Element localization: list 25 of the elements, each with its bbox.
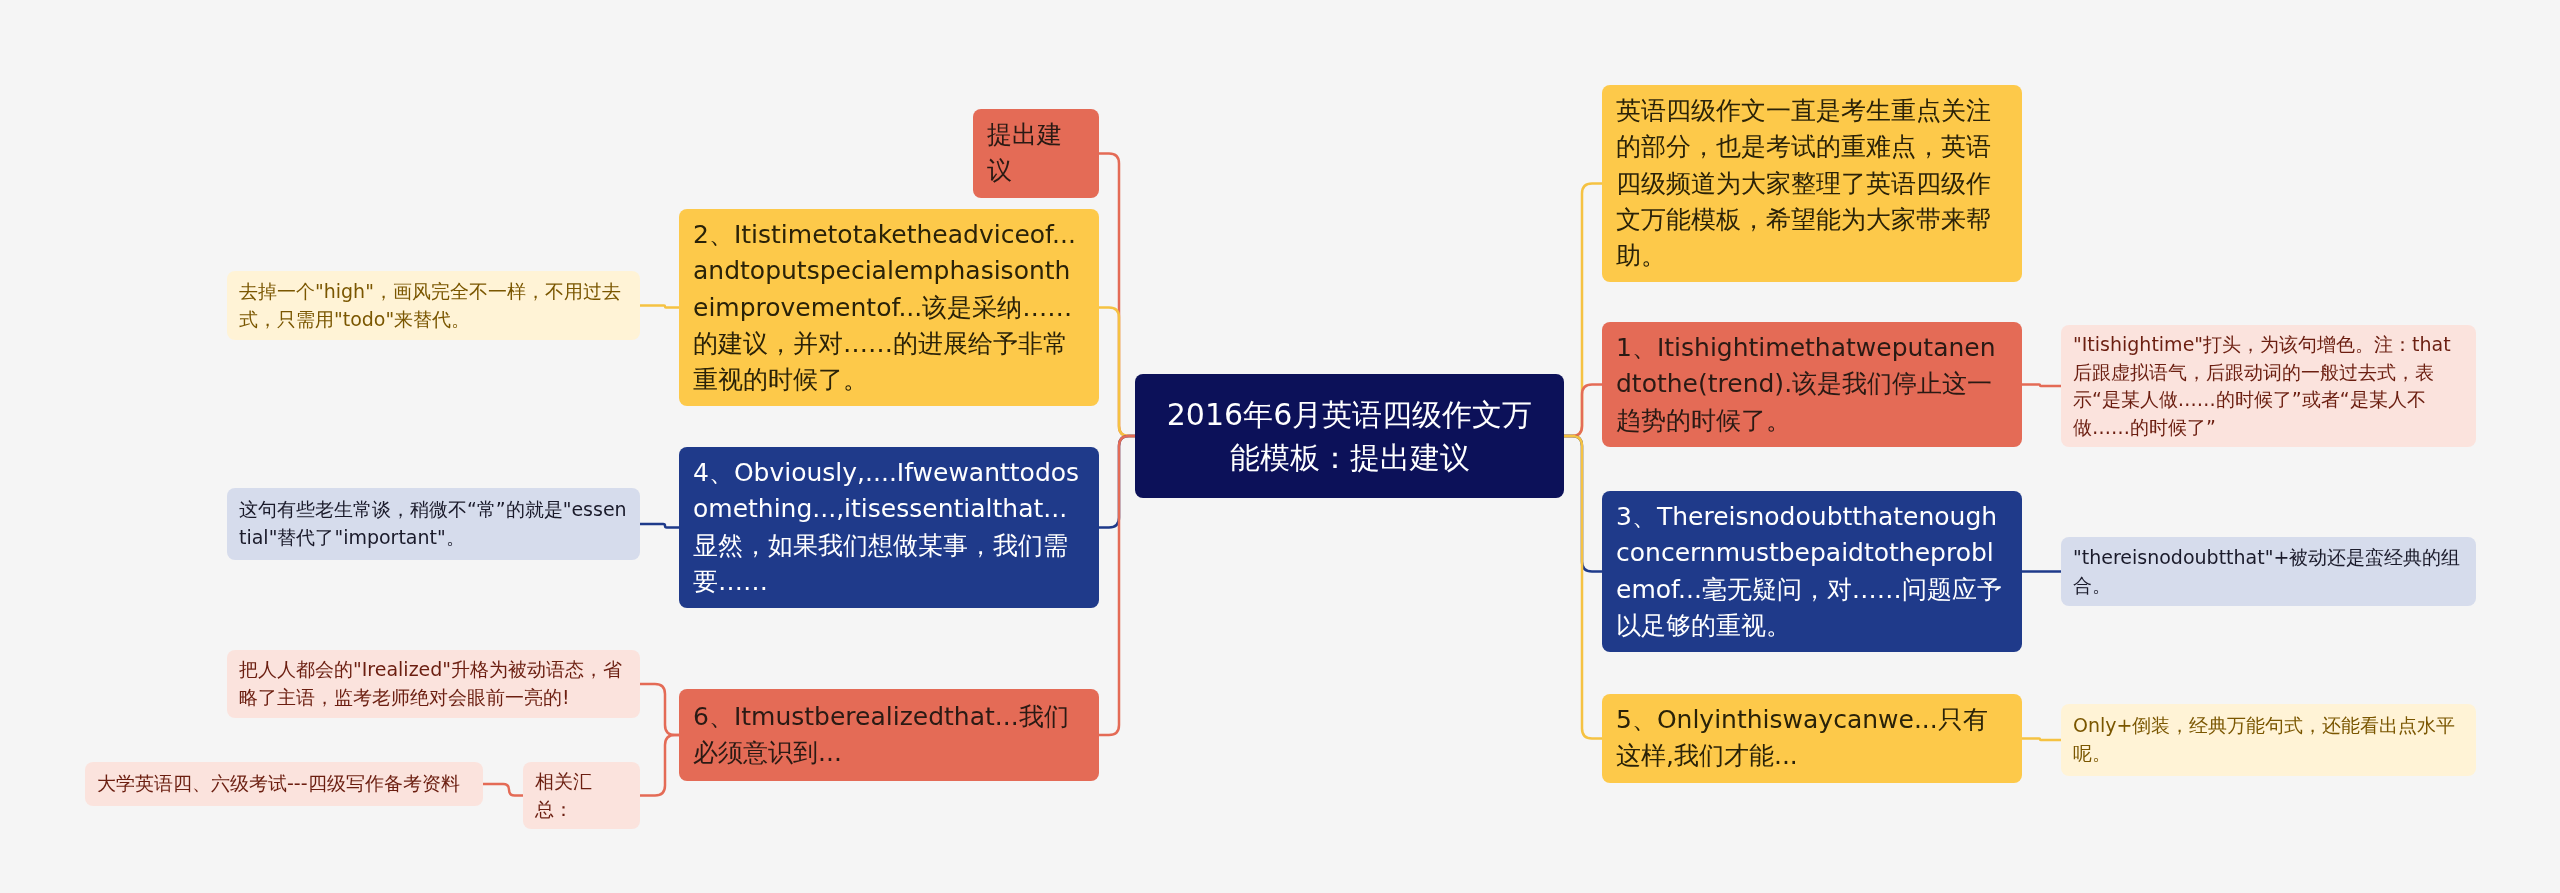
topic-box: 3、Thereisnodoubtthatenoughconcernmustbepaidtotheproblemof...毫无疑问，对……问题应予以足够的重视。 <box>1602 491 2022 652</box>
connector <box>2022 737 2061 742</box>
connector <box>483 782 523 797</box>
connector <box>1564 434 1602 740</box>
connector <box>2022 383 2061 388</box>
note-box: 大学英语四、六级考试---四级写作备考资料 <box>85 762 483 806</box>
topic-box: 6、Itmustberealizedthat...我们必须意识到... <box>679 689 1099 781</box>
connector <box>2022 570 2061 573</box>
note-box: "thereisnodoubtthat"+被动还是蛮经典的组合。 <box>2061 537 2476 606</box>
topic-box: 5、Onlyinthiswaycanwe...只有这样,我们才能... <box>1602 694 2022 783</box>
note-box: 相关汇总： <box>523 762 640 830</box>
note-box: 去掉一个"high"，画风完全不一样，不用过去式，只需用"todo"来替代。 <box>227 271 640 340</box>
note-box: 把人人都会的"Irealized"升格为被动语态，省略了主语，监考老师绝对会眼前一亮的! <box>227 650 640 718</box>
connector <box>640 522 679 529</box>
topic-box: 4、Obviously,....Ifwewanttodosomething...,itisessentialthat...显然，如果我们想做某事，我们需要…… <box>679 447 1099 608</box>
topic-box: 提出建议 <box>973 109 1099 198</box>
central-topic-box: 2016年6月英语四级作文万能模板：提出建议 <box>1135 374 1564 498</box>
topic-box: 1、Itishightimethatweputanendtothe(trend).该是我们停止这一趋势的时候了。 <box>1602 322 2022 447</box>
topic-box: 英语四级作文一直是考生重点关注的部分，也是考试的重难点，英语四级频道为大家整理了英语四级作文万能模板，希望能为大家带来帮助。 <box>1602 85 2022 283</box>
connector <box>1099 434 1135 737</box>
note-box: Only+倒装，经典万能句式，还能看出点水平呢。 <box>2061 704 2476 776</box>
note-box: 这句有些老生常谈，稍微不“常”的就是"essential"替代了"important"。 <box>227 488 640 560</box>
connector <box>640 304 679 309</box>
topic-box: 2、Itistimetotaketheadviceof...andtoputspecialemphasisontheimprovementof...该是采纳……的建议，并对……的进展给予非常重视的时候了。 <box>679 209 1099 407</box>
note-box: "Itishightime"打头，为该句增色。注：that后跟虚拟语气，后跟动词的一般过去式，表示“是某人做……的时候了”或者“是某人不做……的时候了” <box>2061 325 2476 448</box>
